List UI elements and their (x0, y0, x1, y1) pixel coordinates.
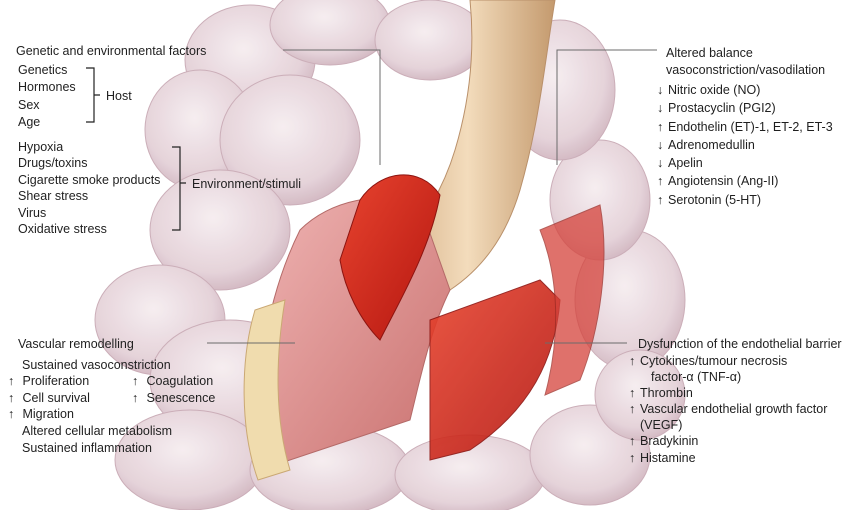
environment-item: Oxidative stress (18, 221, 160, 237)
genetic-environmental-heading: Genetic and environmental factors (16, 43, 206, 59)
barrier-item: ↑Vascular endothelial growth factor (629, 401, 827, 417)
vascular-remodelling-heading: Vascular remodelling (18, 336, 134, 352)
host-item: Genetics (18, 62, 76, 79)
remodelling-item: Altered cellular metabolism (22, 423, 172, 440)
altered-balance-heading: Altered balance (666, 45, 753, 61)
remodelling-col2: ↑ Coagulation ↑ Senescence (132, 373, 215, 406)
endothelial-barrier-heading: Dysfunction of the endothelial barrier (638, 336, 842, 352)
remodelling-item: ↑ Cell survival (8, 390, 90, 407)
mediator-item: ↓Adrenomedullin (657, 136, 833, 154)
environment-item: Shear stress (18, 188, 160, 204)
bracket-host (86, 68, 100, 122)
barrier-item: (VEGF) (629, 417, 827, 433)
environment-item: Cigarette smoke products (18, 172, 160, 188)
mediator-item: ↓Nitric oxide (NO) (657, 81, 833, 99)
mediator-item: ↓Prostacyclin (PGI2) (657, 99, 833, 117)
barrier-item: ↑Histamine (629, 450, 827, 466)
environment-item: Drugs/toxins (18, 155, 160, 171)
barrier-item: ↑Cytokines/tumour necrosis (629, 353, 827, 369)
host-item: Age (18, 114, 76, 131)
environment-item: Hypoxia (18, 139, 160, 155)
remodelling-item: Sustained inflammation (22, 440, 172, 457)
remodelling-item: ↑ Senescence (132, 390, 215, 407)
remodelling-item: ↑ Proliferation (8, 373, 90, 390)
host-label: Host (106, 88, 132, 104)
environment-factor-list: Hypoxia Drugs/toxins Cigarette smoke pro… (18, 139, 160, 237)
remodelling-line: Sustained vasoconstriction (22, 357, 171, 373)
environment-item: Virus (18, 205, 160, 221)
host-item: Hormones (18, 79, 76, 96)
mediator-item: ↓Apelin (657, 154, 833, 172)
host-item: Sex (18, 97, 76, 114)
barrier-item: ↑Thrombin (629, 385, 827, 401)
remodelling-col1: ↑ Proliferation ↑ Cell survival ↑ Migrat… (8, 373, 90, 423)
barrier-item: factor-α (TNF-α) (629, 369, 827, 385)
vasoactive-mediator-list: ↓Nitric oxide (NO) ↓Prostacyclin (PGI2) … (657, 81, 833, 209)
mediator-item: ↑Serotonin (5-HT) (657, 191, 833, 209)
remodelling-item: ↑ Coagulation (132, 373, 215, 390)
remodelling-item: ↑ Migration (8, 406, 90, 423)
environment-label: Environment/stimuli (192, 176, 301, 192)
host-factor-list: Genetics Hormones Sex Age (18, 62, 76, 131)
barrier-item: ↑Bradykinin (629, 433, 827, 449)
mediator-item: ↑Angiotensin (Ang-II) (657, 172, 833, 190)
remodelling-tail: Altered cellular metabolism Sustained in… (22, 423, 172, 456)
barrier-mediator-list: ↑Cytokines/tumour necrosis factor-α (TNF… (629, 353, 827, 466)
altered-balance-subheading: vasoconstriction/vasodilation (666, 62, 825, 78)
mediator-item: ↑Endothelin (ET)-1, ET-2, ET-3 (657, 118, 833, 136)
